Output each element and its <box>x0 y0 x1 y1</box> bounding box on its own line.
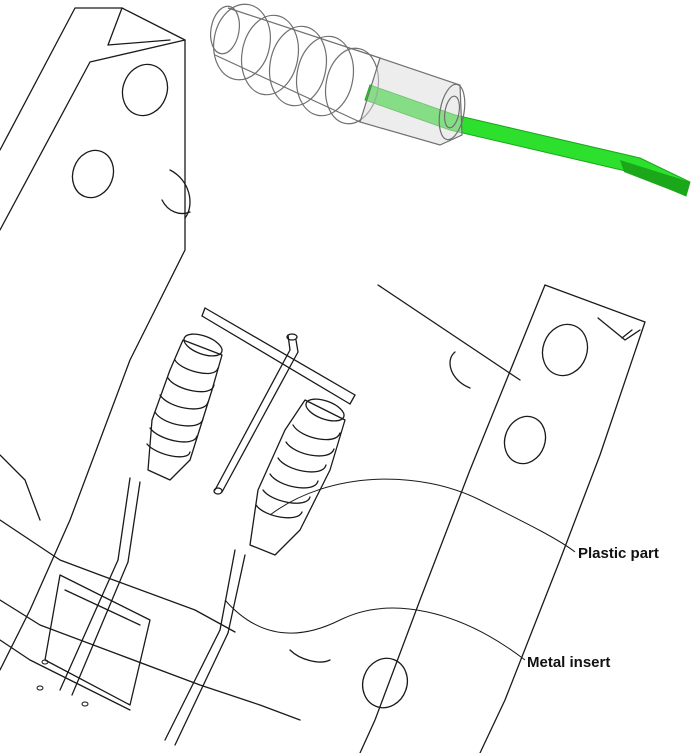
plastic-part-leader <box>269 478 576 553</box>
ejector-base <box>0 454 301 721</box>
metal-insert-label: Metal insert <box>527 654 610 671</box>
metal-insert-leader <box>224 599 526 661</box>
plastic-part-label: Plastic part <box>578 545 659 562</box>
runner-frame <box>201 307 356 495</box>
left-mold-plate <box>0 7 191 671</box>
plastic-part-left <box>59 333 223 696</box>
plastic-part-right <box>164 398 346 746</box>
right-mold-plate <box>289 284 646 753</box>
isolated-part-view <box>209 3 691 197</box>
